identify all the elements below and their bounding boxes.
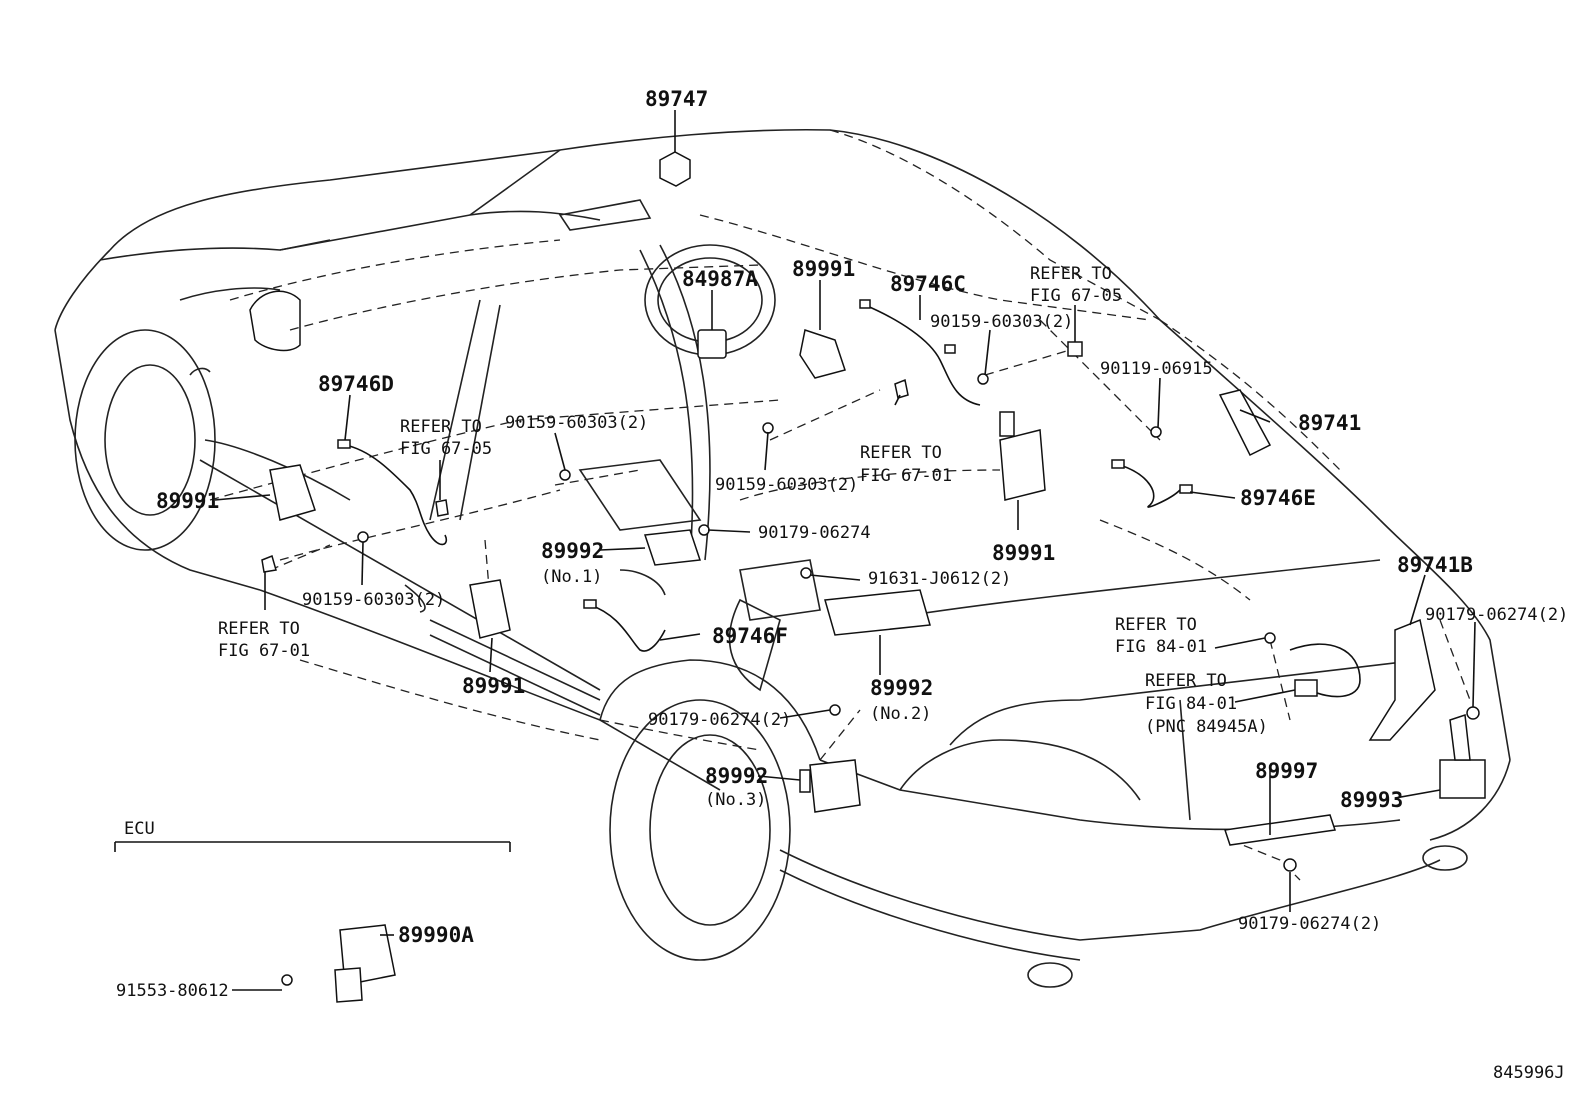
- label-89992-no1-sub: (No.1): [541, 567, 602, 587]
- part-89741b-shape: [1368, 618, 1436, 741]
- label-90179-06274-center: 90179-06274: [758, 523, 871, 543]
- part-89992-no3-shape: [799, 759, 861, 813]
- part-84987a-shape: [697, 329, 727, 359]
- ecu-section-title: ECU: [124, 819, 155, 839]
- label-90159-60303-left: 90159-60303(2): [302, 590, 445, 610]
- label-89746f: 89746F: [712, 624, 788, 648]
- label-89992-no2-sub: (No.2): [870, 704, 931, 724]
- label-89741: 89741: [1298, 411, 1361, 435]
- label-90159-60303-mid: 90159-60303(2): [505, 413, 648, 433]
- part-89990a-shape: [334, 924, 396, 1003]
- callout-labels: 89747 84987A 89991 89746C REFER TO FIG 6…: [116, 87, 1568, 1083]
- label-89992-no1: 89992: [541, 539, 604, 563]
- label-89746e: 89746E: [1240, 486, 1316, 510]
- label-90179-06274-bottom: 90179-06274(2): [1238, 914, 1381, 934]
- refer-fig-84-01-a-line2: FIG 84-01: [1115, 637, 1207, 657]
- part-89997-shape: [1224, 814, 1336, 846]
- part-89992-no1-shape: [643, 529, 702, 566]
- part-89741-shape: [1218, 389, 1272, 457]
- label-89991-bottom: 89991: [462, 674, 525, 698]
- label-90159-60303-center: 90159-60303(2): [715, 475, 858, 495]
- refer-fig-67-01-right-line1: REFER TO: [860, 443, 942, 463]
- part-89746e-wire: [1111, 459, 1193, 508]
- refer-fig-67-01-left-line2: FIG 67-01: [218, 641, 310, 661]
- refer-fig-67-05-top-line2: FIG 67-05: [1030, 286, 1122, 306]
- label-89746c: 89746C: [890, 272, 966, 296]
- part-89991-top-shape: [799, 329, 846, 379]
- part-89746d-wire: [337, 439, 448, 546]
- fastener-markers: [261, 341, 1480, 986]
- label-89991-top: 89991: [792, 257, 855, 281]
- label-89997: 89997: [1255, 759, 1318, 783]
- label-89741b: 89741B: [1397, 553, 1473, 577]
- part-89747-shape: [659, 151, 691, 187]
- label-84987a: 84987A: [682, 267, 758, 291]
- part-89991-bottom-shape: [469, 579, 511, 639]
- label-91631-j0612: 91631-J0612(2): [868, 569, 1011, 589]
- part-89746f-wire: [583, 599, 666, 652]
- label-90119-06915: 90119-06915: [1100, 359, 1213, 379]
- refer-fig-84-01-a-line1: REFER TO: [1115, 615, 1197, 635]
- label-91553-80612: 91553-80612: [116, 981, 229, 1001]
- part-89746c-wire: [859, 299, 981, 406]
- label-89992-no2: 89992: [870, 676, 933, 700]
- ecu-section-divider: [114, 841, 511, 852]
- label-89746d: 89746D: [318, 372, 394, 396]
- label-89991-left: 89991: [156, 489, 219, 513]
- refer-fig-67-01-right-line2: FIG 67-01: [860, 466, 952, 486]
- part-89992-no2-shape: [824, 589, 931, 636]
- part-84945a-wire: [1289, 643, 1361, 698]
- refer-fig-67-05-mid-line2: FIG 67-05: [400, 439, 492, 459]
- refer-fig-84-01-b-line2: FIG 84-01: [1145, 694, 1237, 714]
- part-89993-shape: [1439, 713, 1486, 799]
- label-89992-no3-sub: (No.3): [705, 790, 766, 810]
- label-89990a: 89990A: [398, 923, 474, 947]
- refer-fig-67-05-mid-line1: REFER TO: [400, 417, 482, 437]
- part-89991-left-shape: [269, 464, 316, 521]
- label-89747: 89747: [645, 87, 708, 111]
- label-90179-06274-mid: 90179-06274(2): [648, 710, 791, 730]
- refer-fig-84-01-b-line1: REFER TO: [1145, 671, 1227, 691]
- part-89991-right-shape: [999, 411, 1046, 501]
- label-90159-60303-top-right: 90159-60303(2): [930, 312, 1073, 332]
- refer-pnc-84945a: (PNC 84945A): [1145, 717, 1268, 737]
- refer-fig-67-05-top-line1: REFER TO: [1030, 264, 1112, 284]
- label-89992-no3: 89992: [705, 764, 768, 788]
- figure-id: 845996J: [1493, 1063, 1565, 1083]
- refer-fig-67-01-left-line1: REFER TO: [218, 619, 300, 639]
- hidden-lines: [209, 129, 1471, 881]
- label-90179-06274-right-top: 90179-06274(2): [1425, 605, 1568, 625]
- label-89993: 89993: [1340, 788, 1403, 812]
- label-89991-right: 89991: [992, 541, 1055, 565]
- leader-lines: [214, 110, 1476, 991]
